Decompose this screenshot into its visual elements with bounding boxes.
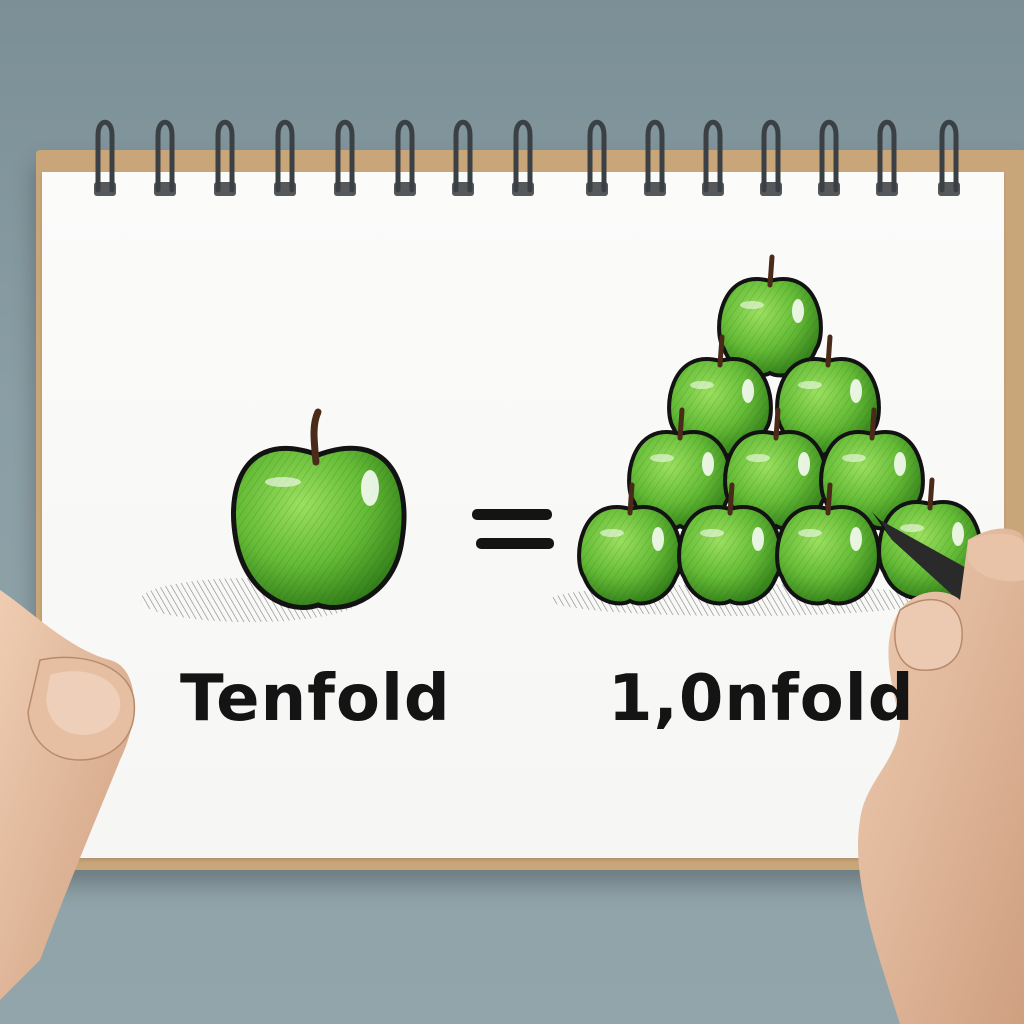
binding-ring — [274, 119, 296, 196]
hundredfold-label: 1,0nfold — [608, 662, 915, 736]
binding-ring — [876, 119, 898, 196]
binding-ring — [154, 119, 176, 196]
binding-ring — [394, 119, 416, 196]
binding-ring — [818, 119, 840, 196]
binding-ring — [334, 119, 356, 196]
binding-ring — [760, 119, 782, 196]
spiral-binding — [94, 119, 960, 196]
binding-ring — [586, 119, 608, 196]
binding-ring — [644, 119, 666, 196]
binding-ring — [512, 119, 534, 196]
tenfold-label: Tenfold — [180, 662, 451, 736]
binding-ring — [702, 119, 724, 196]
binding-ring — [94, 119, 116, 196]
binding-ring — [938, 119, 960, 196]
binding-ring — [214, 119, 236, 196]
binding-ring — [452, 119, 474, 196]
notebook-page — [42, 172, 1004, 858]
